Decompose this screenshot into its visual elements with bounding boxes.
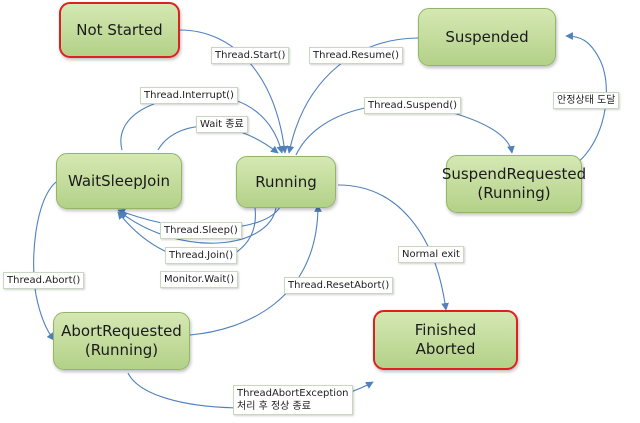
label-suspend-complete: 안정상태 도달 xyxy=(553,92,620,109)
state-finished: Finished Aborted xyxy=(373,310,518,370)
label-thread-start: Thread.Start() xyxy=(211,47,290,64)
label-thread-resume: Thread.Resume() xyxy=(309,47,404,64)
label-abort-exception: ThreadAbortException 처리 후 정상 종료 xyxy=(233,385,353,415)
label-thread-sleep: Thread.Sleep() xyxy=(160,222,242,239)
label-thread-interrupt: Thread.Interrupt() xyxy=(140,87,238,104)
edge-join xyxy=(119,207,277,244)
label-monitor-wait: Monitor.Wait() xyxy=(160,271,239,288)
label-thread-join: Thread.Join() xyxy=(165,247,238,264)
state-not-started: Not Started xyxy=(59,2,180,58)
edge-reset-abort xyxy=(189,204,322,336)
label-normal-exit: Normal exit xyxy=(398,246,464,263)
label-reset-abort: Thread.ResetAbort() xyxy=(284,277,394,294)
label-thread-abort: Thread.Abort() xyxy=(3,272,85,289)
edge-resume xyxy=(286,37,419,154)
state-running: Running xyxy=(236,156,336,208)
edge-normal-exit xyxy=(337,184,449,311)
state-abort-requested: AbortRequested (Running) xyxy=(53,312,190,370)
state-wait-sleep-join: WaitSleepJoin xyxy=(56,153,182,209)
state-suspend-requested: SuspendRequested (Running) xyxy=(442,155,586,213)
label-thread-suspend: Thread.Suspend() xyxy=(364,97,462,114)
label-wait-end: Wait 종료 xyxy=(196,116,248,133)
state-suspended: Suspended xyxy=(418,8,556,66)
edge-abort xyxy=(33,181,57,341)
edge-suspend-complete xyxy=(554,32,607,176)
